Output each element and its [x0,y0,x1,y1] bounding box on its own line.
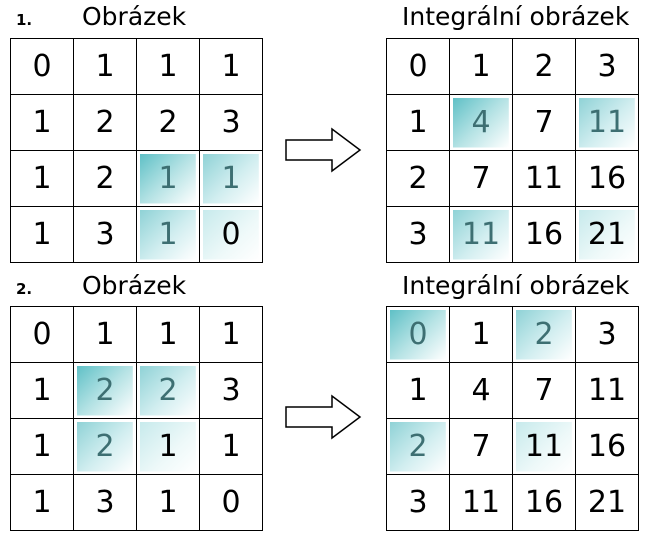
grid-cell: 1 [199,306,263,363]
highlighted-grid-cell: 4 [449,94,513,151]
grid-row: 1 4 7 11 [386,94,639,151]
grid-cell: 2 [73,150,137,207]
highlighted-grid-cell: 0 [386,306,450,363]
grid-cell: 1 [136,38,200,95]
grid-cell: 2 [73,94,137,151]
grid-cell: 11 [512,150,576,207]
grid-row: 0 1 2 3 [386,38,639,95]
grid-cell: 1 [386,362,450,419]
grid-cell: 16 [512,206,576,263]
example-1-integral-grid: 0 1 2 3 1 4 7 11 2 7 11 16 3 11 16 21 [386,38,639,263]
grid-cell: 1 [10,206,74,263]
example-1-left-title: Obrázek [82,2,187,31]
example-1-number: 1. [16,11,33,29]
highlighted-grid-cell: 0 [199,206,263,263]
grid-cell: 1 [10,94,74,151]
example-2-integral-grid: 0 1 2 3 1 4 7 11 2 7 11 16 3 11 16 21 [386,306,639,531]
grid-cell: 3 [386,206,450,263]
grid-row: 1 3 1 0 [10,206,263,263]
grid-cell: 2 [512,38,576,95]
highlighted-grid-cell: 2 [386,418,450,475]
highlighted-grid-cell: 1 [199,150,263,207]
grid-cell: 0 [199,474,263,531]
grid-cell: 1 [449,306,513,363]
grid-cell: 2 [136,94,200,151]
highlighted-grid-cell: 11 [575,94,639,151]
grid-row: 0 1 1 1 [10,306,263,363]
grid-cell: 3 [575,38,639,95]
grid-cell: 11 [575,362,639,419]
grid-cell: 0 [10,38,74,95]
grid-cell: 1 [199,418,263,475]
grid-cell: 7 [512,362,576,419]
grid-row: 2 7 11 16 [386,418,639,475]
grid-cell: 7 [449,150,513,207]
grid-cell: 3 [386,474,450,531]
grid-cell: 3 [199,94,263,151]
grid-cell: 1 [449,38,513,95]
grid-row: 1 2 2 3 [10,362,263,419]
grid-cell: 1 [386,94,450,151]
grid-row: 3 11 16 21 [386,474,639,531]
highlighted-grid-cell: 21 [575,206,639,263]
example-2-right-title: Integrální obrázek [402,271,630,300]
grid-cell: 11 [449,474,513,531]
grid-cell: 1 [73,306,137,363]
example-1-right-title: Integrální obrázek [402,2,630,31]
grid-cell: 1 [136,306,200,363]
grid-cell: 1 [10,150,74,207]
grid-cell: 3 [73,206,137,263]
grid-cell: 0 [386,38,450,95]
right-arrow-icon [285,127,362,173]
grid-cell: 1 [10,418,74,475]
grid-cell: 1 [73,38,137,95]
example-2-image-grid: 0 1 1 1 1 2 2 3 1 2 1 1 1 3 1 0 [10,306,263,531]
highlighted-grid-cell: 1 [136,150,200,207]
grid-row: 0 1 2 3 [386,306,639,363]
grid-row: 3 11 16 21 [386,206,639,263]
grid-cell: 7 [449,418,513,475]
example-1-image-grid: 0 1 1 1 1 2 2 3 1 2 1 1 1 3 1 0 [10,38,263,263]
example-2-number: 2. [16,280,33,298]
grid-row: 1 4 7 11 [386,362,639,419]
grid-cell: 16 [575,418,639,475]
grid-cell: 4 [449,362,513,419]
grid-cell: 1 [199,38,263,95]
highlighted-grid-cell: 2 [512,306,576,363]
highlighted-grid-cell: 2 [73,418,137,475]
grid-row: 0 1 1 1 [10,38,263,95]
grid-cell: 0 [10,306,74,363]
highlighted-grid-cell: 1 [136,418,200,475]
highlighted-grid-cell: 1 [136,206,200,263]
grid-row: 2 7 11 16 [386,150,639,207]
highlighted-grid-cell: 11 [512,418,576,475]
grid-cell: 2 [386,150,450,207]
grid-row: 1 2 1 1 [10,418,263,475]
grid-cell: 1 [10,362,74,419]
grid-row: 1 2 2 3 [10,94,263,151]
grid-cell: 3 [73,474,137,531]
highlighted-grid-cell: 2 [73,362,137,419]
grid-cell: 1 [136,474,200,531]
grid-row: 1 3 1 0 [10,474,263,531]
grid-cell: 16 [512,474,576,531]
highlighted-grid-cell: 11 [449,206,513,263]
example-2-left-title: Obrázek [82,271,187,300]
grid-cell: 16 [575,150,639,207]
grid-row: 1 2 1 1 [10,150,263,207]
grid-cell: 3 [575,306,639,363]
highlighted-grid-cell: 2 [136,362,200,419]
grid-cell: 7 [512,94,576,151]
grid-cell: 1 [10,474,74,531]
grid-cell: 21 [575,474,639,531]
right-arrow-icon [285,394,362,440]
grid-cell: 3 [199,362,263,419]
